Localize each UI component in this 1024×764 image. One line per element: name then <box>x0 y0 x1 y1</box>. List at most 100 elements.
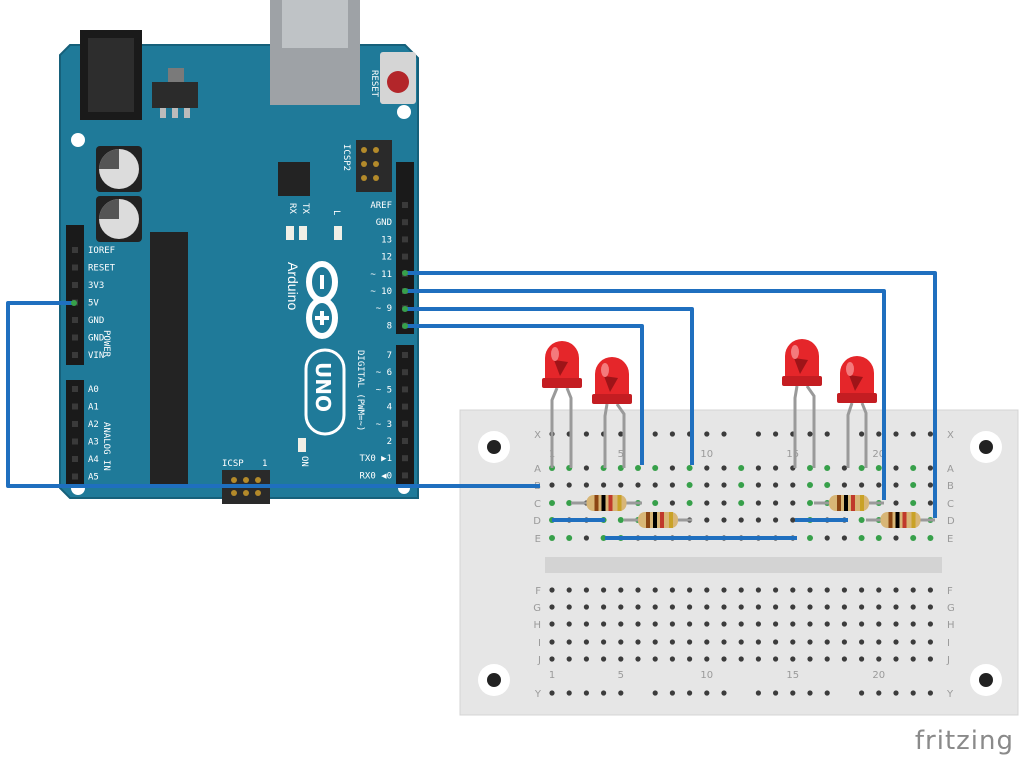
breadboard-hole[interactable] <box>721 656 727 662</box>
breadboard-hole[interactable] <box>755 690 762 696</box>
breadboard-hole[interactable] <box>893 690 899 696</box>
breadboard-hole[interactable] <box>618 604 624 610</box>
breadboard-hole[interactable] <box>824 465 831 471</box>
breadboard-hole[interactable] <box>549 500 555 506</box>
header-pin[interactable] <box>72 334 78 341</box>
breadboard-hole[interactable] <box>927 587 934 593</box>
breadboard-hole[interactable] <box>859 621 865 627</box>
breadboard-hole[interactable] <box>910 431 916 437</box>
breadboard-hole[interactable] <box>738 500 745 506</box>
breadboard-hole[interactable] <box>773 639 779 645</box>
breadboard-hole[interactable] <box>824 690 830 696</box>
breadboard-hole[interactable] <box>755 621 762 627</box>
breadboard-hole[interactable] <box>893 465 899 471</box>
breadboard-hole[interactable] <box>755 517 762 523</box>
breadboard-hole[interactable] <box>704 604 710 610</box>
breadboard-hole[interactable] <box>635 656 641 662</box>
breadboard-hole[interactable] <box>704 500 710 506</box>
breadboard-hole[interactable] <box>601 587 607 593</box>
resistor[interactable] <box>571 495 642 511</box>
breadboard-hole[interactable] <box>601 656 607 662</box>
breadboard-hole[interactable] <box>876 656 882 662</box>
breadboard-hole[interactable] <box>652 621 658 627</box>
breadboard-hole[interactable] <box>807 465 813 471</box>
breadboard-hole[interactable] <box>669 431 676 437</box>
breadboard-hole[interactable] <box>738 482 745 488</box>
breadboard-hole[interactable] <box>669 482 676 488</box>
breadboard-hole[interactable] <box>893 431 899 437</box>
breadboard-hole[interactable] <box>566 656 572 662</box>
breadboard-hole[interactable] <box>583 535 590 541</box>
breadboard-hole[interactable] <box>704 587 710 593</box>
breadboard-hole[interactable] <box>773 517 779 523</box>
header-pin[interactable] <box>72 317 78 323</box>
breadboard-hole[interactable] <box>566 690 572 696</box>
breadboard-hole[interactable] <box>790 517 796 523</box>
resistor[interactable] <box>624 512 692 528</box>
breadboard-hole[interactable] <box>549 587 555 593</box>
header-pin[interactable] <box>72 473 78 480</box>
breadboard-hole[interactable] <box>859 482 865 488</box>
breadboard-hole[interactable] <box>910 604 916 610</box>
breadboard-hole[interactable] <box>721 621 727 627</box>
breadboard-hole[interactable] <box>549 482 555 488</box>
breadboard-hole[interactable] <box>635 587 641 593</box>
header-pin[interactable] <box>402 219 408 226</box>
breadboard-hole[interactable] <box>721 517 727 523</box>
breadboard-hole[interactable] <box>876 604 882 610</box>
header-pin[interactable] <box>402 403 408 410</box>
header-pin[interactable] <box>72 247 78 253</box>
breadboard-hole[interactable] <box>824 431 830 437</box>
header-pin[interactable] <box>72 456 78 462</box>
breadboard-hole[interactable] <box>566 587 572 593</box>
breadboard-hole[interactable] <box>927 535 934 541</box>
breadboard-hole[interactable] <box>583 431 590 437</box>
breadboard-hole[interactable] <box>807 621 813 627</box>
header-pin[interactable] <box>72 352 78 358</box>
breadboard-hole[interactable] <box>652 656 658 662</box>
breadboard-hole[interactable] <box>687 690 693 696</box>
breadboard-hole[interactable] <box>893 535 899 541</box>
breadboard-hole[interactable] <box>669 621 676 627</box>
wire-pin-10[interactable] <box>405 289 886 500</box>
breadboard-hole[interactable] <box>549 621 555 627</box>
breadboard-hole[interactable] <box>738 517 744 523</box>
breadboard-hole[interactable] <box>807 656 813 662</box>
breadboard-hole[interactable] <box>875 535 882 541</box>
breadboard-hole[interactable] <box>721 604 727 610</box>
breadboard-hole[interactable] <box>721 690 727 696</box>
breadboard-hole[interactable] <box>635 604 641 610</box>
breadboard-hole[interactable] <box>790 690 796 696</box>
breadboard-hole[interactable] <box>583 621 590 627</box>
breadboard-hole[interactable] <box>635 482 641 488</box>
breadboard-hole[interactable] <box>773 621 779 627</box>
breadboard-hole[interactable] <box>583 639 590 645</box>
breadboard-hole[interactable] <box>807 431 813 437</box>
resistor[interactable] <box>814 495 884 511</box>
header-pin[interactable] <box>402 455 408 462</box>
breadboard-hole[interactable] <box>927 482 934 488</box>
header-pin[interactable] <box>72 403 78 410</box>
breadboard-hole[interactable] <box>841 587 848 593</box>
breadboard-hole[interactable] <box>669 690 676 696</box>
breadboard-hole[interactable] <box>652 690 658 696</box>
breadboard-hole[interactable] <box>910 639 916 645</box>
breadboard-hole[interactable] <box>618 690 624 696</box>
breadboard-hole[interactable] <box>807 535 813 541</box>
breadboard-hole[interactable] <box>893 604 899 610</box>
breadboard-hole[interactable] <box>687 604 693 610</box>
breadboard-hole[interactable] <box>704 431 710 437</box>
breadboard-hole[interactable] <box>721 587 727 593</box>
breadboard-hole[interactable] <box>704 517 710 523</box>
breadboard-hole[interactable] <box>790 656 796 662</box>
breadboard-hole[interactable] <box>566 604 572 610</box>
breadboard-hole[interactable] <box>807 500 813 506</box>
breadboard-hole[interactable] <box>859 656 865 662</box>
header-pin[interactable] <box>72 438 78 445</box>
breadboard-hole[interactable] <box>910 535 917 541</box>
breadboard-hole[interactable] <box>669 656 676 662</box>
breadboard-hole[interactable] <box>841 656 848 662</box>
breadboard-hole[interactable] <box>721 482 727 488</box>
breadboard-hole[interactable] <box>549 535 555 541</box>
breadboard-hole[interactable] <box>807 690 813 696</box>
